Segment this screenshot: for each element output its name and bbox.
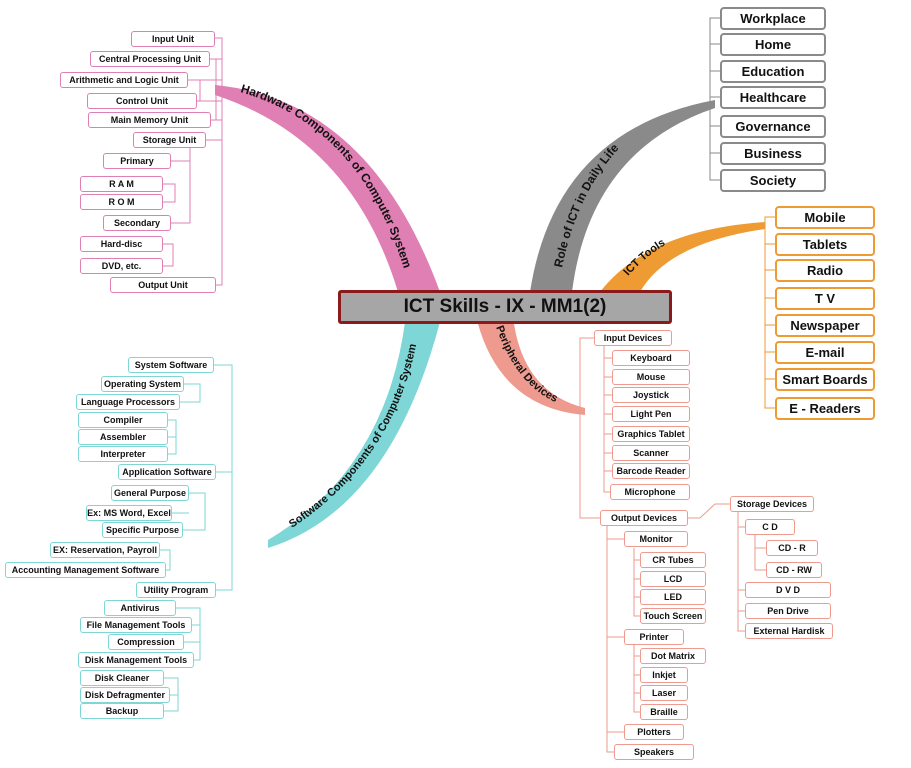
hw-ram: R A M — [80, 176, 163, 192]
pd-dvd: D V D — [745, 582, 831, 598]
sw-specific-purpose: Specific Purpose — [102, 522, 183, 538]
tool-newspaper: Newspaper — [775, 314, 875, 337]
hw-control-unit: Control Unit — [87, 93, 197, 109]
sw-disk-cleaner: Disk Cleaner — [80, 670, 164, 686]
tool-e-readers: E - Readers — [775, 397, 875, 420]
tools-branch — [600, 222, 765, 292]
peripheral-branch — [478, 324, 585, 415]
sw-compiler: Compiler — [78, 412, 168, 428]
tool-radio: Radio — [775, 259, 875, 282]
sw-antivirus: Antivirus — [104, 600, 176, 616]
sw-backup: Backup — [80, 703, 164, 719]
role-workplace: Workplace — [720, 7, 826, 30]
pd-dot-matrix: Dot Matrix — [640, 648, 706, 664]
role-governance: Governance — [720, 115, 826, 138]
hw-rom: R O M — [80, 194, 163, 210]
hw-alu: Arithmetic and Logic Unit — [60, 72, 188, 88]
pd-barcode-reader: Barcode Reader — [612, 463, 690, 479]
tool-tv: T V — [775, 287, 875, 310]
pd-plotters: Plotters — [624, 724, 684, 740]
pd-led: LED — [640, 589, 706, 605]
role-education: Education — [720, 60, 826, 83]
pd-cd-rw: CD - RW — [766, 562, 822, 578]
hw-dvd-etc: DVD, etc. — [80, 258, 163, 274]
software-branch — [268, 322, 440, 548]
role-home: Home — [720, 33, 826, 56]
pd-light-pen: Light Pen — [612, 406, 690, 422]
hw-main-memory: Main Memory Unit — [88, 112, 211, 128]
sw-file-management: File Management Tools — [80, 617, 192, 633]
sw-interpreter: Interpreter — [78, 446, 168, 462]
hw-secondary: Secondary — [103, 215, 171, 231]
pd-output-devices: Output Devices — [600, 510, 688, 526]
hardware-branch — [215, 85, 440, 292]
role-business: Business — [720, 142, 826, 165]
hw-storage-unit: Storage Unit — [133, 132, 206, 148]
pd-graphics-tablet: Graphics Tablet — [612, 426, 690, 442]
sw-operating-system: Operating System — [101, 376, 184, 392]
sw-application-software: Application Software — [118, 464, 216, 480]
pd-braille: Braille — [640, 704, 688, 720]
pd-touch-screen: Touch Screen — [640, 608, 706, 624]
pd-input-devices: Input Devices — [594, 330, 672, 346]
pd-mouse: Mouse — [612, 369, 690, 385]
software-connectors — [160, 364, 233, 712]
sw-general-purpose: General Purpose — [111, 485, 189, 501]
tool-email: E-mail — [775, 341, 875, 364]
sw-system-software: System Software — [128, 357, 214, 373]
sw-ex-reservation: EX: Reservation, Payroll — [50, 542, 160, 558]
pd-storage-devices: Storage Devices — [730, 496, 814, 512]
role-connectors — [709, 17, 720, 181]
hw-output-unit: Output Unit — [110, 277, 216, 293]
pd-keyboard: Keyboard — [612, 350, 690, 366]
role-society: Society — [720, 169, 826, 192]
pd-inkjet: Inkjet — [640, 667, 688, 683]
role-branch — [530, 100, 715, 292]
sw-disk-defragmenter: Disk Defragmenter — [80, 687, 170, 703]
pd-monitor: Monitor — [624, 531, 688, 547]
sw-disk-management: Disk Management Tools — [78, 652, 194, 668]
sw-accounting: Accounting Management Software — [5, 562, 166, 578]
pd-cd: C D — [745, 519, 795, 535]
hw-input-unit: Input Unit — [131, 31, 215, 47]
sw-compression: Compression — [108, 634, 184, 650]
pd-cr-tubes: CR Tubes — [640, 552, 706, 568]
hardware-connectors — [163, 37, 223, 286]
tool-tablets: Tablets — [775, 233, 875, 256]
pd-laser: Laser — [640, 685, 688, 701]
pd-microphone: Microphone — [610, 484, 690, 500]
pd-external-hardisk: External Hardisk — [745, 623, 833, 639]
pd-speakers: Speakers — [614, 744, 694, 760]
pd-cd-r: CD - R — [766, 540, 818, 556]
hw-primary: Primary — [103, 153, 171, 169]
central-topic: ICT Skills - IX - MM1(2) — [338, 290, 672, 324]
tool-mobile: Mobile — [775, 206, 875, 229]
sw-ex-ms-word: Ex: MS Word, Excel — [86, 505, 172, 521]
pd-scanner: Scanner — [612, 445, 690, 461]
pd-pen-drive: Pen Drive — [745, 603, 831, 619]
tool-smart-boards: Smart Boards — [775, 368, 875, 391]
hw-hard-disc: Hard-disc — [80, 236, 163, 252]
tools-connectors — [764, 216, 775, 409]
sw-assembler: Assembler — [78, 429, 168, 445]
sw-language-processors: Language Processors — [76, 394, 180, 410]
sw-utility-program: Utility Program — [136, 582, 216, 598]
pd-joystick: Joystick — [612, 387, 690, 403]
role-healthcare: Healthcare — [720, 86, 826, 109]
pd-printer: Printer — [624, 629, 684, 645]
pd-lcd: LCD — [640, 571, 706, 587]
hw-cpu: Central Processing Unit — [90, 51, 210, 67]
